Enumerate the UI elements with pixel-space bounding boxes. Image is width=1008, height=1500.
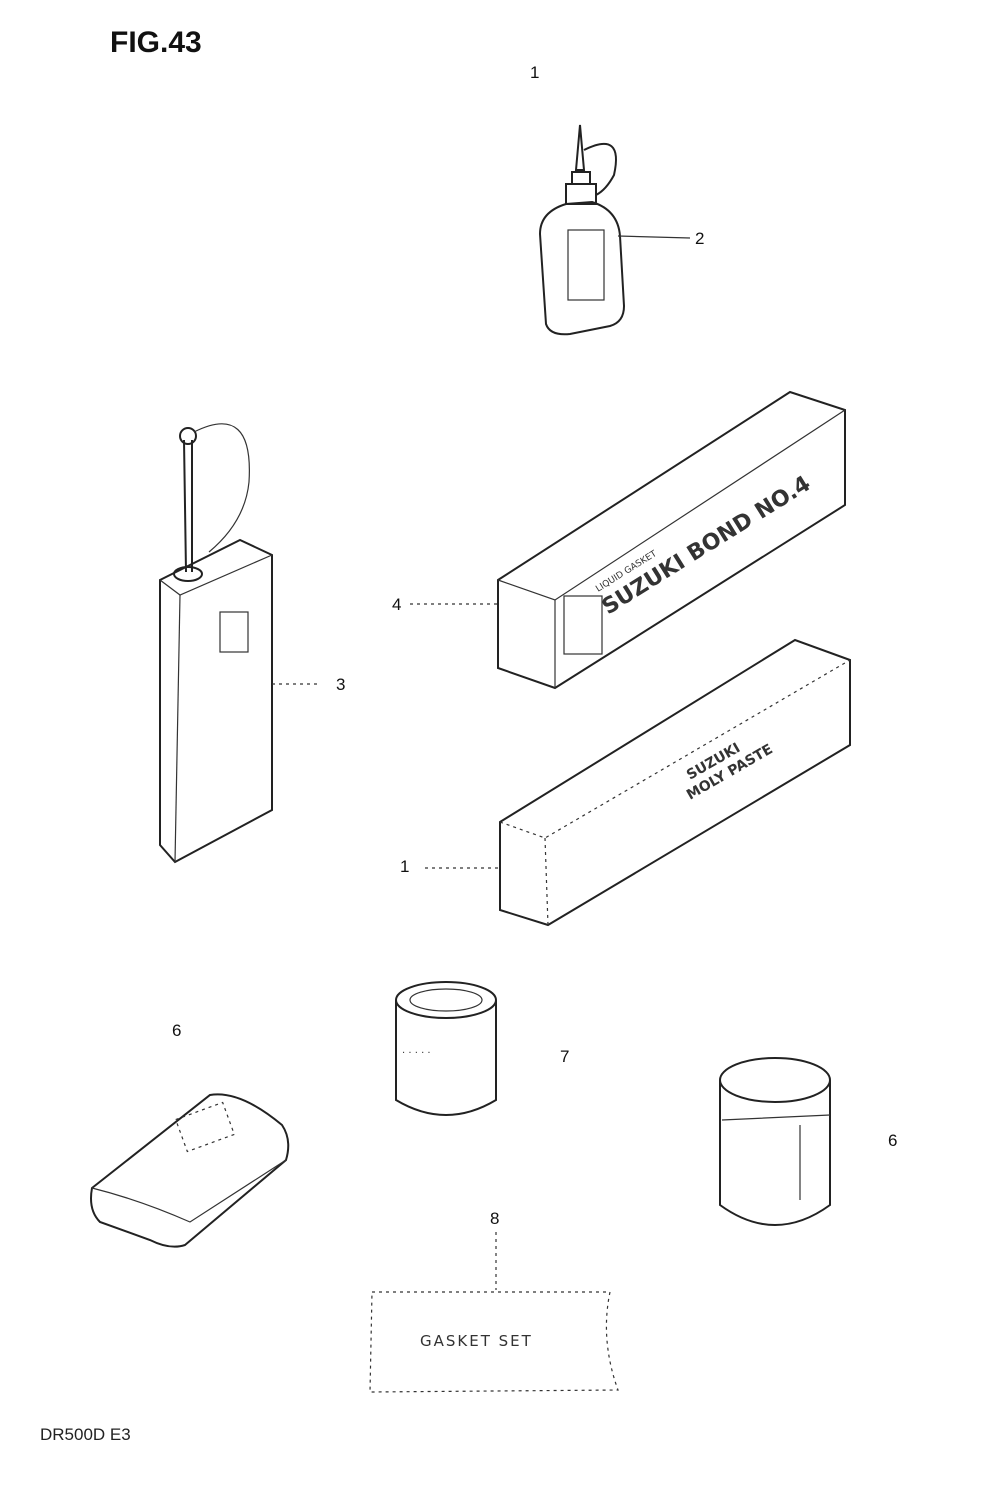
small-can-mark: · · · · ·: [402, 1048, 431, 1059]
figure-title: FIG.43: [110, 26, 202, 59]
paste-box-part: SUZUKI MOLY PASTE: [499, 638, 851, 927]
gasket-set-part: GASKET SET: [369, 1291, 619, 1393]
callout-oil-bottle: 2: [695, 229, 704, 248]
model-code: DR500D E3: [40, 1425, 131, 1444]
callout-can-right: 6: [888, 1131, 897, 1150]
callout-paste-box: 1: [400, 857, 409, 876]
callout-oil-can: 3: [336, 675, 345, 694]
callout-gasket-set: 8: [490, 1209, 499, 1228]
callout-grease-left: 6: [172, 1021, 181, 1040]
callout-small-can: 7: [560, 1047, 569, 1066]
callout-bond-box: 4: [392, 595, 401, 614]
bond-box-part: LIQUID GASKET SUZUKI BOND NO.4: [497, 390, 846, 690]
callout-top: 1: [530, 63, 539, 82]
oil-can-part: [159, 423, 273, 864]
oil-bottle-part: [538, 124, 626, 336]
small-can-part: · · · · ·: [395, 981, 497, 1116]
can-right-part: [719, 1057, 831, 1226]
gasket-set-label: GASKET SET: [420, 1332, 533, 1350]
grease-pack-part: [90, 1093, 290, 1248]
